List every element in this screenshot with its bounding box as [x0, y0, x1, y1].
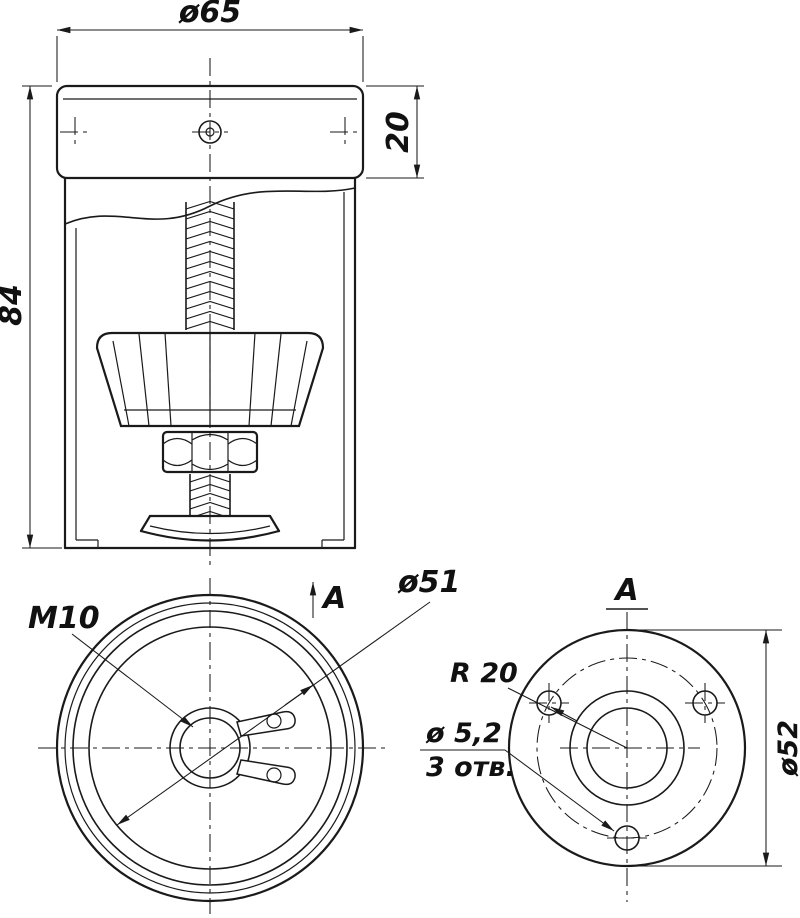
dim-label-diameter-52: ø52	[773, 720, 800, 777]
dim-diameter-51: ø51	[116, 565, 460, 826]
callout-m10: M10	[28, 601, 194, 728]
bottom-view: M10 ø51 A	[28, 565, 460, 914]
dim-label-diameter-65: ø65	[178, 0, 241, 30]
dim-label-total-height-84: 84	[0, 284, 29, 326]
cap-center-marks	[60, 117, 360, 147]
view-a-title-group: A	[606, 573, 648, 610]
view-direction-arrow-a: A	[309, 581, 346, 618]
thread-label-m10: M10	[28, 601, 100, 636]
dim-label-cap-height-20: 20	[381, 111, 416, 153]
front-view: ø65 20 84	[0, 0, 424, 566]
dim-total-height-84: 84	[0, 85, 62, 549]
dim-label-hole-diameter: ø 5,2	[425, 718, 502, 749]
view-a: A R 20	[420, 573, 800, 902]
dim-diameter-65: ø65	[56, 0, 364, 82]
dim-radius-20: R 20	[450, 658, 628, 749]
view-arrow-label-a: A	[321, 581, 346, 616]
holes-count-label: 3 отв.	[426, 752, 516, 783]
dim-hole-diameter: ø 5,2 3 отв.	[420, 718, 615, 832]
retaining-clip	[236, 710, 296, 786]
dim-cap-height-20: 20	[366, 85, 424, 179]
dim-label-radius-20: R 20	[450, 658, 518, 689]
view-a-title: A	[613, 573, 638, 608]
dim-label-diameter-51: ø51	[397, 565, 460, 600]
dim-diameter-52: ø52	[634, 629, 800, 867]
